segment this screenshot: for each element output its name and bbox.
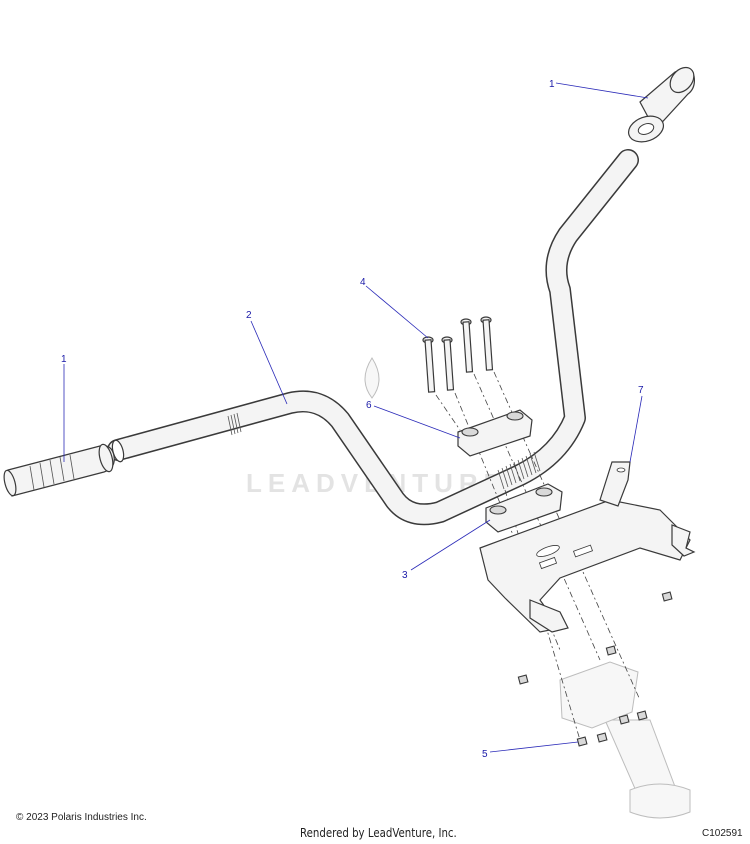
callout-1-right: 1 xyxy=(549,79,555,90)
copyright-text: © 2023 Polaris Industries Inc. xyxy=(16,812,147,823)
upper-clamp xyxy=(457,409,533,457)
steering-column xyxy=(559,661,691,819)
figure-id: C102591 xyxy=(702,828,743,839)
callout-5: 5 xyxy=(482,749,488,760)
callouts: 1 1 2 3 4 5 6 7 xyxy=(61,79,649,760)
callout-4: 4 xyxy=(360,277,366,288)
callout-6: 6 xyxy=(366,400,372,411)
callout-1-left: 1 xyxy=(61,354,67,365)
callout-3: 3 xyxy=(402,570,408,581)
left-grip xyxy=(3,443,115,497)
nuts xyxy=(517,591,673,747)
callout-7: 7 xyxy=(638,385,644,396)
handlebar xyxy=(107,149,639,526)
callout-2: 2 xyxy=(246,310,252,321)
bolts xyxy=(422,316,494,393)
right-grip xyxy=(627,66,695,143)
watermark-flame-icon xyxy=(364,357,380,399)
rendered-by-text: Rendered by LeadVenture, Inc. xyxy=(300,826,457,840)
lower-clamp xyxy=(485,483,563,533)
mount-bracket xyxy=(479,461,696,633)
